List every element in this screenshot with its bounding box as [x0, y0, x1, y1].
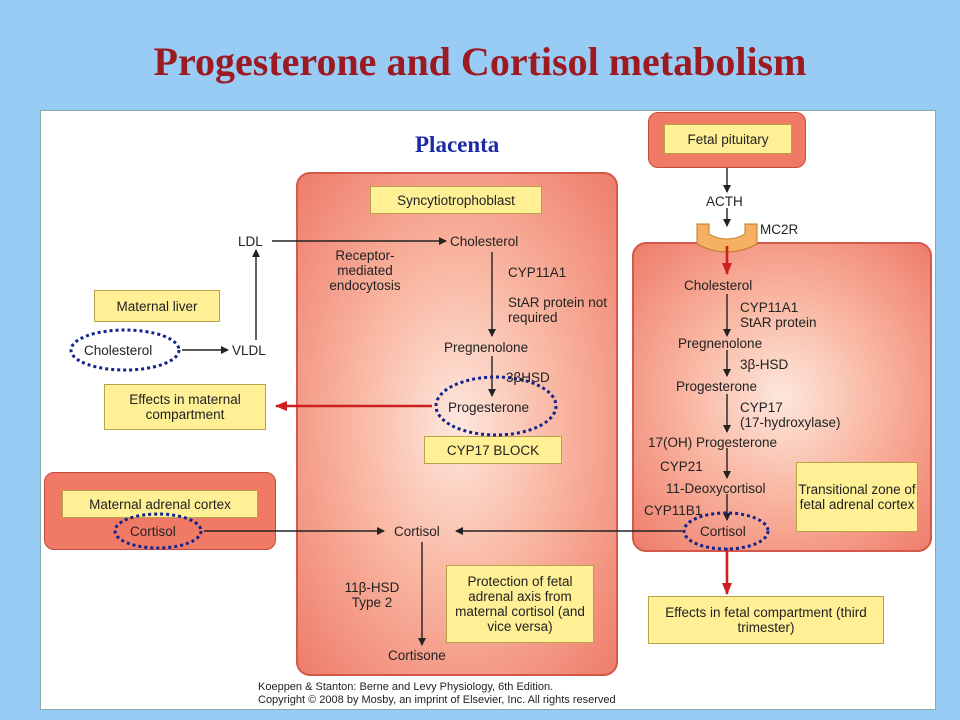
fetal-pituitary-box: Fetal pituitary — [664, 124, 792, 154]
hydroxylase-label: (17-hydroxylase) — [740, 415, 841, 430]
cyp11b1-label: CYP11B1 — [644, 503, 703, 518]
placenta-cortisol-label: Cortisol — [394, 524, 440, 539]
hsd-placenta-label: 3βHSD — [506, 370, 550, 385]
cortisone-label: Cortisone — [388, 648, 446, 663]
fetal-cortisol-highlight — [682, 511, 770, 551]
maternal-cholesterol-label: Cholesterol — [84, 343, 153, 358]
placenta-cholesterol-label: Cholesterol — [450, 234, 519, 249]
oh-progesterone-label: 17(OH) Progesterone — [648, 435, 778, 450]
ldl-label: LDL — [238, 234, 263, 249]
mc2r-label: MC2R — [760, 222, 799, 237]
progesterone-highlight — [434, 375, 558, 437]
effects-maternal-box: Effects in maternal compartment — [104, 384, 266, 430]
credit-line-1: Koeppen & Stanton: Berne and Levy Physio… — [258, 681, 554, 693]
maternal-cortisol-label: Cortisol — [130, 524, 176, 539]
star-fetal-label: StAR protein — [740, 315, 817, 330]
placenta-label: Placenta — [415, 132, 500, 157]
deoxycortisol-label: 11-Deoxycortisol — [666, 481, 766, 496]
cyp11a1-placenta-label: CYP11A1 — [508, 265, 567, 280]
effects-fetal-box: Effects in fetal compartment (third trim… — [648, 596, 884, 644]
maternal-cortisol-highlight — [113, 512, 203, 550]
protection-box: Protection of fetal adrenal axis from ma… — [446, 565, 594, 643]
pregnenolone-fetal-label: Pregnenolone — [678, 336, 763, 351]
cyp17-label: CYP17 — [740, 400, 783, 415]
maternal-liver-box: Maternal liver — [94, 290, 220, 322]
maternal-cholesterol-highlight — [69, 328, 181, 372]
progesterone-placenta-label: Progesterone — [448, 400, 530, 415]
copyright-credit: Koeppen & Stanton: Berne and Levy Physio… — [258, 681, 616, 707]
maternal-adrenal-box: Maternal adrenal cortex — [62, 490, 258, 518]
progesterone-fetal-label: Progesterone — [676, 379, 758, 394]
fetal-cholesterol-label: Cholesterol — [684, 278, 753, 293]
cyp11a1-fetal-label: CYP11A1 — [740, 300, 799, 315]
pregnenolone-placenta-label: Pregnenolone — [444, 340, 529, 355]
cyp17-block-box: CYP17 BLOCK — [424, 436, 562, 464]
acth-label: ACTH — [706, 194, 743, 209]
hsd11-type2-label: 11β-HSD Type 2 — [344, 580, 400, 610]
syncytiotrophoblast-box: Syncytiotrophoblast — [370, 186, 542, 214]
star-not-required-label: StAR protein not required — [508, 295, 608, 325]
fetal-cortisol-label: Cortisol — [700, 524, 746, 539]
credit-line-2: Copyright © 2008 by Mosby, an imprint of… — [258, 694, 616, 706]
cyp21-label: CYP21 — [660, 459, 703, 474]
hsd-fetal-label: 3β-HSD — [740, 357, 789, 372]
vldl-label: VLDL — [232, 343, 266, 358]
mc2r-receptor-shape — [696, 223, 758, 253]
receptor-endocytosis-label: Receptor-mediated endocytosis — [329, 248, 401, 293]
slide-title: Progesterone and Cortisol metabolism — [153, 39, 807, 84]
transitional-zone-box: Transitional zone of fetal adrenal corte… — [796, 462, 918, 532]
